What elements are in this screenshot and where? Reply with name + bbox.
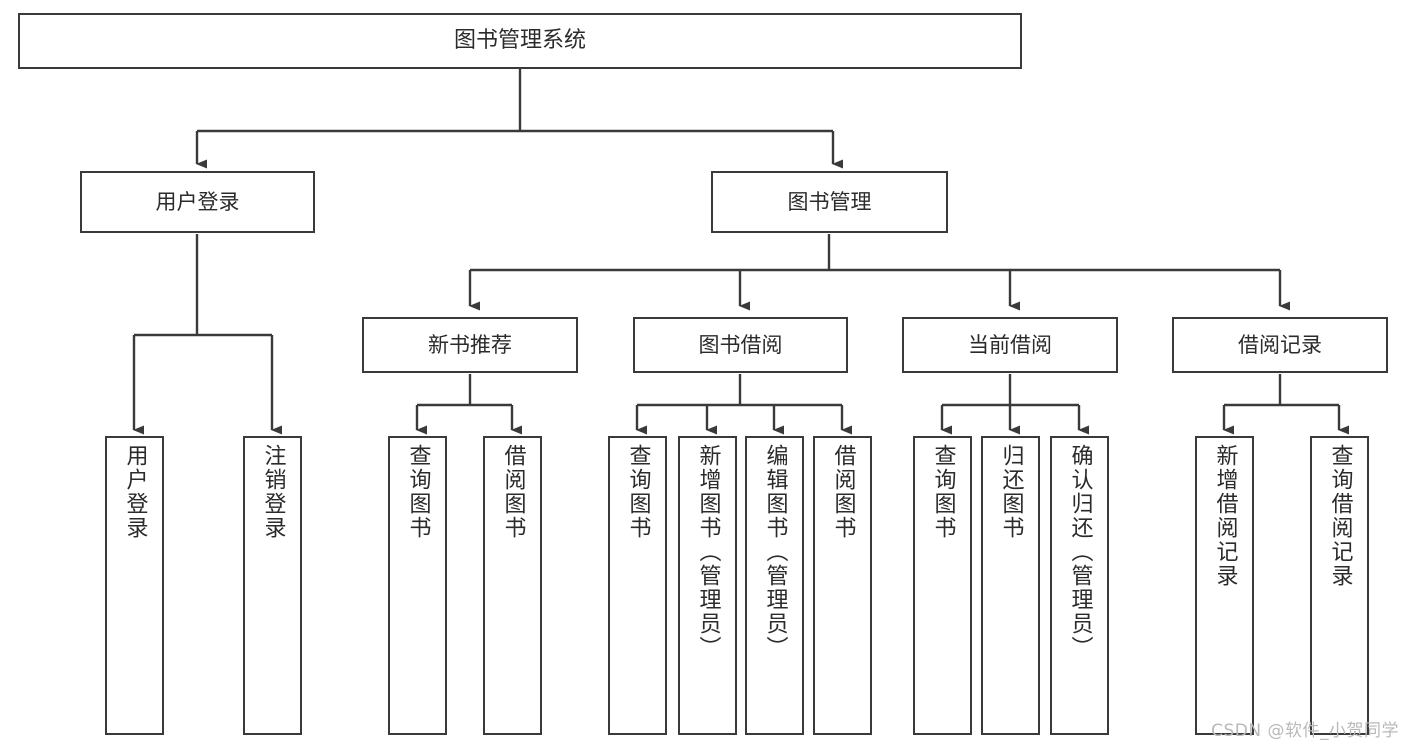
leaf-bb-add-book-admin[interactable]: 新增图书（管理员） bbox=[678, 436, 737, 735]
leaf-nb-query-book[interactable]: 查询图书 bbox=[388, 436, 447, 735]
node-label: 图书借阅 bbox=[698, 332, 783, 357]
node-label: 借阅记录 bbox=[1238, 332, 1322, 357]
node-label: 查询借阅记录 bbox=[1327, 444, 1353, 588]
node-borrow-record[interactable]: 借阅记录 bbox=[1172, 317, 1388, 373]
node-label: 用户登录 bbox=[122, 444, 148, 540]
node-label: 用户登录 bbox=[155, 189, 240, 214]
leaf-cb-return-book[interactable]: 归还图书 bbox=[981, 436, 1040, 735]
leaf-bb-borrow-book[interactable]: 借阅图书 bbox=[813, 436, 872, 735]
node-label: 借阅图书 bbox=[500, 444, 526, 540]
node-label: 查询图书 bbox=[625, 444, 651, 540]
node-new-book-recommend[interactable]: 新书推荐 bbox=[362, 317, 578, 373]
leaf-br-add-record[interactable]: 新增借阅记录 bbox=[1195, 436, 1254, 735]
node-book-management[interactable]: 图书管理 bbox=[711, 171, 948, 233]
node-label: 归还图书 bbox=[998, 444, 1024, 540]
leaf-cb-query-book[interactable]: 查询图书 bbox=[913, 436, 972, 735]
node-user-login[interactable]: 用户登录 bbox=[80, 171, 315, 233]
node-label: 确认归还（管理员） bbox=[1067, 444, 1093, 660]
node-label: 查询图书 bbox=[930, 444, 956, 540]
node-label: 新增借阅记录 bbox=[1212, 444, 1238, 588]
leaf-nb-borrow-book[interactable]: 借阅图书 bbox=[483, 436, 542, 735]
node-book-borrow[interactable]: 图书借阅 bbox=[633, 317, 848, 373]
node-label: 新增图书（管理员） bbox=[695, 444, 721, 660]
node-label: 图书管理系统 bbox=[453, 28, 586, 54]
leaf-user-logout[interactable]: 注销登录 bbox=[243, 436, 302, 735]
leaf-cb-confirm-return-admin[interactable]: 确认归还（管理员） bbox=[1050, 436, 1109, 735]
node-label: 新书推荐 bbox=[428, 332, 512, 357]
node-label: 当前借阅 bbox=[968, 332, 1052, 357]
watermark-text: CSDN @软件_小贺同学 bbox=[1211, 721, 1399, 741]
node-root-system[interactable]: 图书管理系统 bbox=[18, 13, 1022, 69]
node-label: 编辑图书（管理员） bbox=[762, 444, 788, 660]
leaf-bb-edit-book-admin[interactable]: 编辑图书（管理员） bbox=[745, 436, 804, 735]
node-current-borrow[interactable]: 当前借阅 bbox=[902, 317, 1118, 373]
node-label: 查询图书 bbox=[405, 444, 431, 540]
node-label: 借阅图书 bbox=[830, 444, 856, 540]
leaf-user-login[interactable]: 用户登录 bbox=[105, 436, 164, 735]
leaf-br-query-record[interactable]: 查询借阅记录 bbox=[1310, 436, 1369, 735]
node-label: 注销登录 bbox=[260, 444, 286, 540]
node-label: 图书管理 bbox=[787, 189, 872, 214]
leaf-bb-query-book[interactable]: 查询图书 bbox=[608, 436, 667, 735]
